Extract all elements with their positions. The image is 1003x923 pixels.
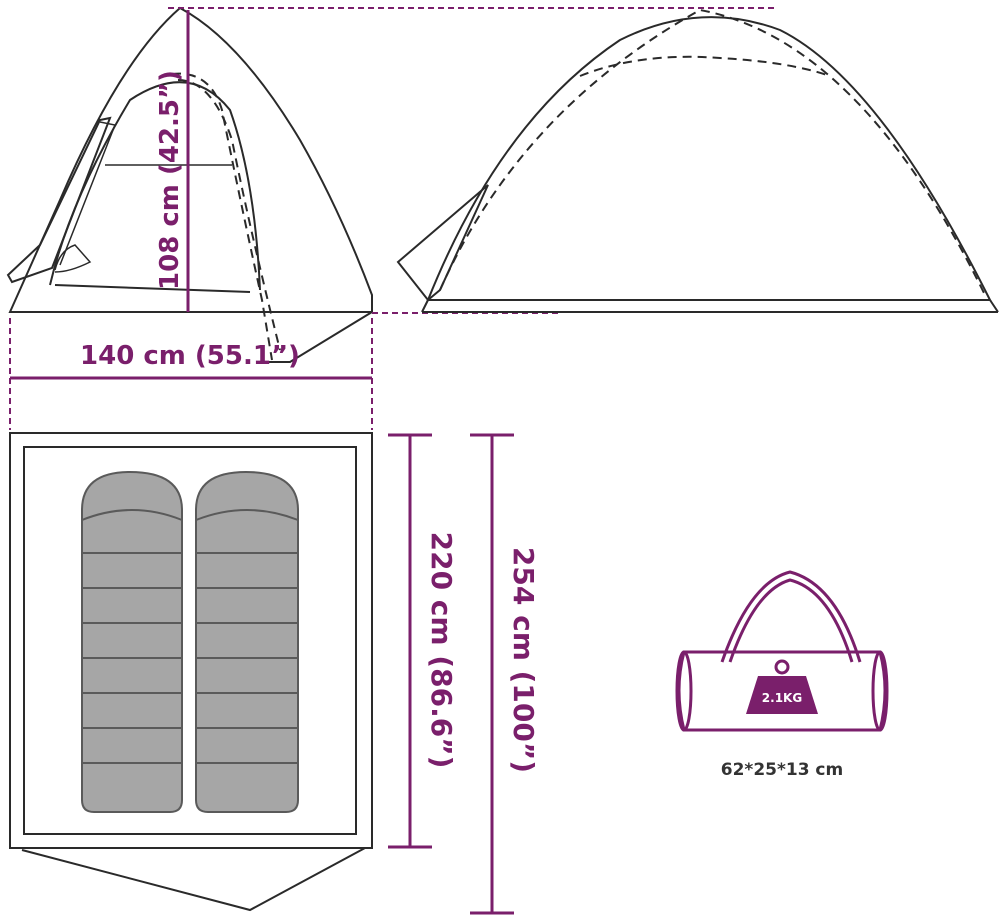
inner-floor [54,284,251,293]
sleeping-bag-left [81,470,183,813]
side-right-corner [989,299,999,313]
door-flap [6,116,112,284]
front-dashed-pole [171,72,273,361]
bag-end-left [675,650,693,732]
bag-handle-outer [720,570,862,663]
carry-bag: 2.1KG 62*25*13 cm [675,570,889,780]
bag-end-right [871,650,889,732]
tent-front-outline [8,6,373,313]
total-length-label: 254 cm (100”) [507,547,540,773]
side-dashed-pole [439,8,986,296]
tent-front-view: 108 cm (42.5”) 140 cm (55.1”) [6,6,373,430]
width-label: 140 cm (55.1”) [80,341,300,371]
side-dashed-ridge [579,55,831,77]
door-opening [49,81,261,291]
tent-side-view [396,8,999,313]
tent-floor-plan: 220 cm (86.6”) 254 cm (100”) [9,432,540,915]
door-flap-edge [59,121,117,266]
bag-weight-label: 2.1KG [762,691,802,705]
front-dashed-pole-2 [177,79,281,351]
bag-size-label: 62*25*13 cm [721,760,843,780]
door-tie [54,244,92,273]
weight-icon [746,659,818,714]
sleeping-bag-right [195,470,299,813]
floor-length-label: 220 cm (86.6”) [425,532,458,769]
height-label: 108 cm (42.5”) [155,70,185,290]
bag-handle [728,578,854,663]
floor-vestibule [21,847,366,912]
front-guy-line [262,311,373,363]
floor-outer [9,432,373,849]
side-left-corner [421,299,429,313]
floor-inner [23,446,357,835]
tent-side-outline [426,16,992,301]
